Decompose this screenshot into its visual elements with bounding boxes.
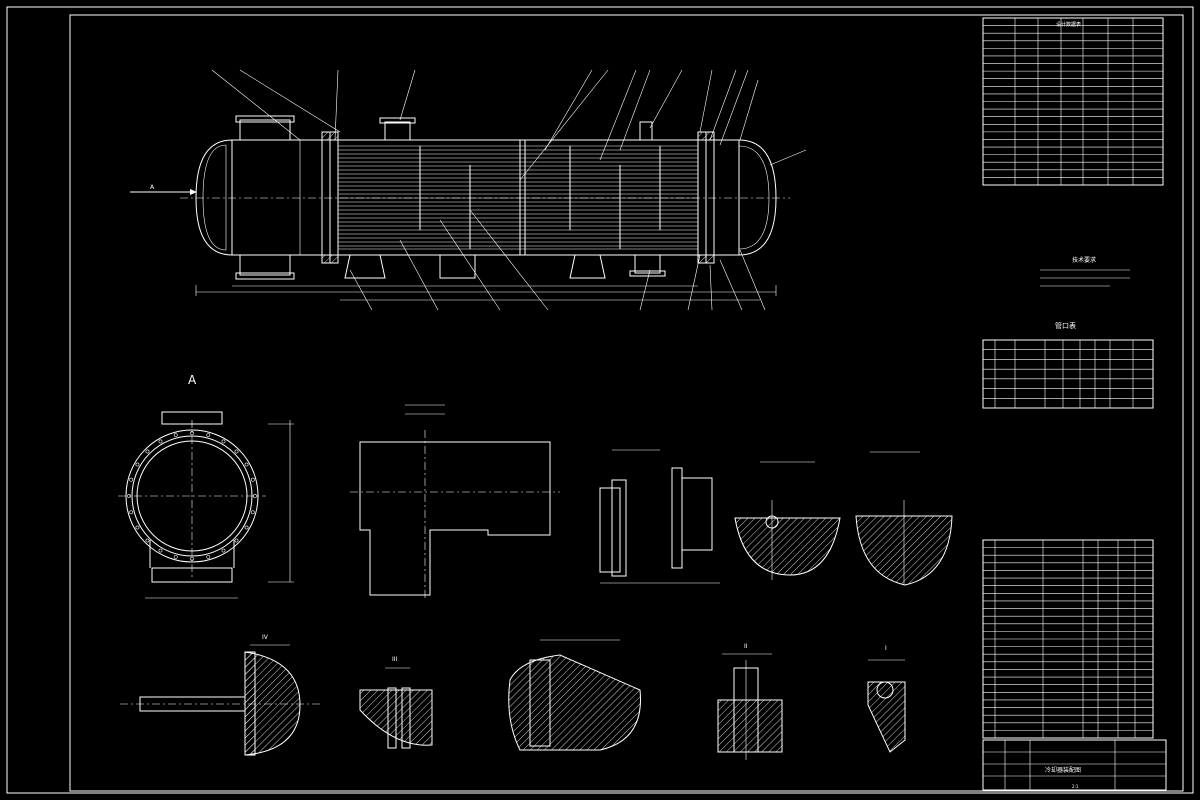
title-block-name: 冷却器装配图 — [1045, 766, 1081, 774]
view-a-label: A — [188, 373, 197, 387]
parts-list-table — [982, 539, 1154, 739]
detail-scale: 2:1 — [1072, 784, 1079, 789]
weld-detail-2 — [855, 451, 953, 586]
heat-exchanger-elevation — [130, 69, 807, 311]
technical-requirements-title: 技术要求 — [1072, 256, 1096, 264]
design-data-title: 设计数据表 — [1056, 21, 1081, 28]
outer-frame — [6, 6, 1194, 794]
weld-detail-1 — [734, 461, 841, 580]
flow-arrow-label: A — [150, 184, 155, 191]
inner-frame — [69, 14, 1184, 792]
end-view-a — [118, 411, 294, 599]
design-data-table — [982, 17, 1164, 186]
detail-ii — [717, 653, 783, 760]
weld-detail-large — [508, 639, 641, 751]
nozzle-table-title: 管口表 — [1055, 321, 1076, 330]
detail-i — [867, 659, 906, 753]
detail-iv-label: IV — [262, 634, 269, 641]
cover-detail — [350, 404, 560, 600]
detail-iii-label: III — [392, 656, 398, 663]
detail-iii — [359, 667, 433, 749]
detail-ii-label: II — [744, 643, 748, 650]
nozzle-table — [982, 339, 1154, 409]
technical-requirements — [1040, 269, 1130, 287]
detail-i-label: I — [885, 645, 887, 652]
title-block — [982, 739, 1167, 791]
detail-iv — [120, 644, 320, 756]
gasket-detail — [599, 449, 720, 584]
